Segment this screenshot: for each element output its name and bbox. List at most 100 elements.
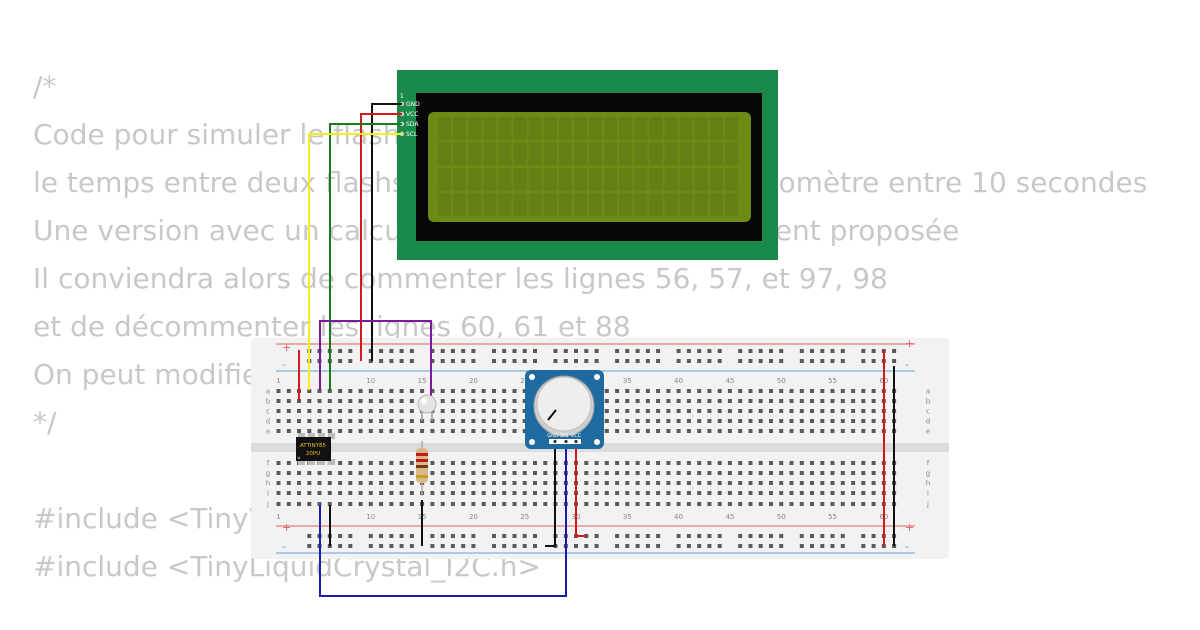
breadboard-hole[interactable] <box>840 502 845 506</box>
breadboard-hole[interactable] <box>338 429 343 433</box>
breadboard-hole[interactable] <box>686 502 691 506</box>
breadboard-hole[interactable] <box>440 491 445 495</box>
breadboard-hole[interactable] <box>666 491 671 495</box>
breadboard-hole[interactable] <box>584 359 589 363</box>
breadboard-hole[interactable] <box>379 389 384 393</box>
breadboard-hole[interactable] <box>686 399 691 403</box>
breadboard-hole[interactable] <box>409 534 414 538</box>
breadboard-hole[interactable] <box>871 502 876 506</box>
breadboard-hole[interactable] <box>276 471 281 475</box>
breadboard-hole[interactable] <box>717 471 722 475</box>
breadboard-hole[interactable] <box>779 359 784 363</box>
breadboard-hole[interactable] <box>358 409 363 413</box>
breadboard-hole[interactable] <box>676 481 681 485</box>
breadboard-hole[interactable] <box>574 359 578 363</box>
breadboard-hole[interactable] <box>307 534 312 538</box>
breadboard-hole[interactable] <box>471 502 476 506</box>
breadboard-hole[interactable] <box>461 534 466 538</box>
breadboard-hole[interactable] <box>830 419 835 423</box>
breadboard-hole[interactable] <box>563 349 568 353</box>
breadboard-hole[interactable] <box>758 429 763 433</box>
breadboard-hole[interactable] <box>440 502 445 506</box>
breadboard-hole[interactable] <box>368 419 373 423</box>
breadboard-hole[interactable] <box>348 419 353 423</box>
breadboard-hole[interactable] <box>758 409 763 413</box>
breadboard-hole[interactable] <box>820 359 825 363</box>
breadboard-hole[interactable] <box>686 419 691 423</box>
breadboard-hole[interactable] <box>430 359 435 363</box>
breadboard-hole[interactable] <box>635 491 640 495</box>
breadboard-hole[interactable] <box>707 471 712 475</box>
breadboard-hole[interactable] <box>358 389 363 393</box>
breadboard-hole[interactable] <box>820 491 825 495</box>
breadboard-hole[interactable] <box>399 349 404 353</box>
breadboard-hole[interactable] <box>779 389 784 393</box>
breadboard-hole[interactable] <box>594 544 599 548</box>
breadboard-hole[interactable] <box>656 389 661 393</box>
breadboard-hole[interactable] <box>686 491 691 495</box>
breadboard-hole[interactable] <box>799 502 804 506</box>
breadboard-hole[interactable] <box>338 544 343 548</box>
breadboard-hole[interactable] <box>799 534 804 538</box>
breadboard-hole[interactable] <box>512 461 517 465</box>
breadboard-hole[interactable] <box>707 349 712 353</box>
breadboard-hole[interactable] <box>769 409 773 413</box>
breadboard-hole[interactable] <box>584 349 589 353</box>
breadboard-hole[interactable] <box>635 544 640 548</box>
breadboard-hole[interactable] <box>871 359 876 363</box>
breadboard-hole[interactable] <box>738 399 743 403</box>
breadboard-hole[interactable] <box>461 409 466 413</box>
breadboard-hole[interactable] <box>307 419 312 423</box>
breadboard-hole[interactable] <box>615 399 620 403</box>
breadboard-hole[interactable] <box>625 419 630 423</box>
breadboard-hole[interactable] <box>502 502 507 506</box>
breadboard-hole[interactable] <box>399 429 404 433</box>
breadboard-hole[interactable] <box>758 399 763 403</box>
breadboard-hole[interactable] <box>379 409 384 413</box>
breadboard-hole[interactable] <box>615 481 620 485</box>
breadboard-hole[interactable] <box>440 409 445 413</box>
breadboard-hole[interactable] <box>348 491 353 495</box>
breadboard-hole[interactable] <box>338 534 343 538</box>
breadboard-hole[interactable] <box>707 544 712 548</box>
led[interactable] <box>417 394 437 421</box>
breadboard-hole[interactable] <box>440 359 445 363</box>
breadboard-hole[interactable] <box>748 419 753 423</box>
pot-pin[interactable] <box>564 439 568 444</box>
breadboard-hole[interactable] <box>645 429 650 433</box>
breadboard-hole[interactable] <box>851 491 856 495</box>
breadboard-hole[interactable] <box>522 502 527 506</box>
breadboard-hole[interactable] <box>440 544 445 548</box>
breadboard-hole[interactable] <box>512 359 517 363</box>
breadboard-hole[interactable] <box>297 491 301 495</box>
breadboard-hole[interactable] <box>307 399 312 403</box>
breadboard-hole[interactable] <box>604 389 609 393</box>
breadboard-hole[interactable] <box>440 481 445 485</box>
breadboard-hole[interactable] <box>871 481 876 485</box>
breadboard-hole[interactable] <box>789 399 794 403</box>
breadboard-hole[interactable] <box>635 349 640 353</box>
breadboard-hole[interactable] <box>820 429 825 433</box>
breadboard-hole[interactable] <box>645 481 650 485</box>
breadboard-hole[interactable] <box>327 481 332 485</box>
breadboard-hole[interactable] <box>368 471 373 475</box>
breadboard-hole[interactable] <box>276 429 281 433</box>
breadboard-hole[interactable] <box>861 389 866 393</box>
breadboard-hole[interactable] <box>368 409 373 413</box>
breadboard-hole[interactable] <box>471 534 476 538</box>
breadboard-hole[interactable] <box>717 534 722 538</box>
breadboard-hole[interactable] <box>358 502 363 506</box>
breadboard-hole[interactable] <box>748 534 753 538</box>
breadboard-hole[interactable] <box>286 389 291 393</box>
breadboard-hole[interactable] <box>697 544 702 548</box>
breadboard-hole[interactable] <box>481 491 486 495</box>
breadboard-hole[interactable] <box>492 471 496 475</box>
breadboard-hole[interactable] <box>615 502 620 506</box>
breadboard-hole[interactable] <box>471 471 476 475</box>
breadboard-hole[interactable] <box>758 481 763 485</box>
breadboard-hole[interactable] <box>738 481 743 485</box>
breadboard-hole[interactable] <box>779 471 784 475</box>
breadboard-hole[interactable] <box>717 409 722 413</box>
breadboard-hole[interactable] <box>461 502 466 506</box>
breadboard-hole[interactable] <box>840 461 845 465</box>
